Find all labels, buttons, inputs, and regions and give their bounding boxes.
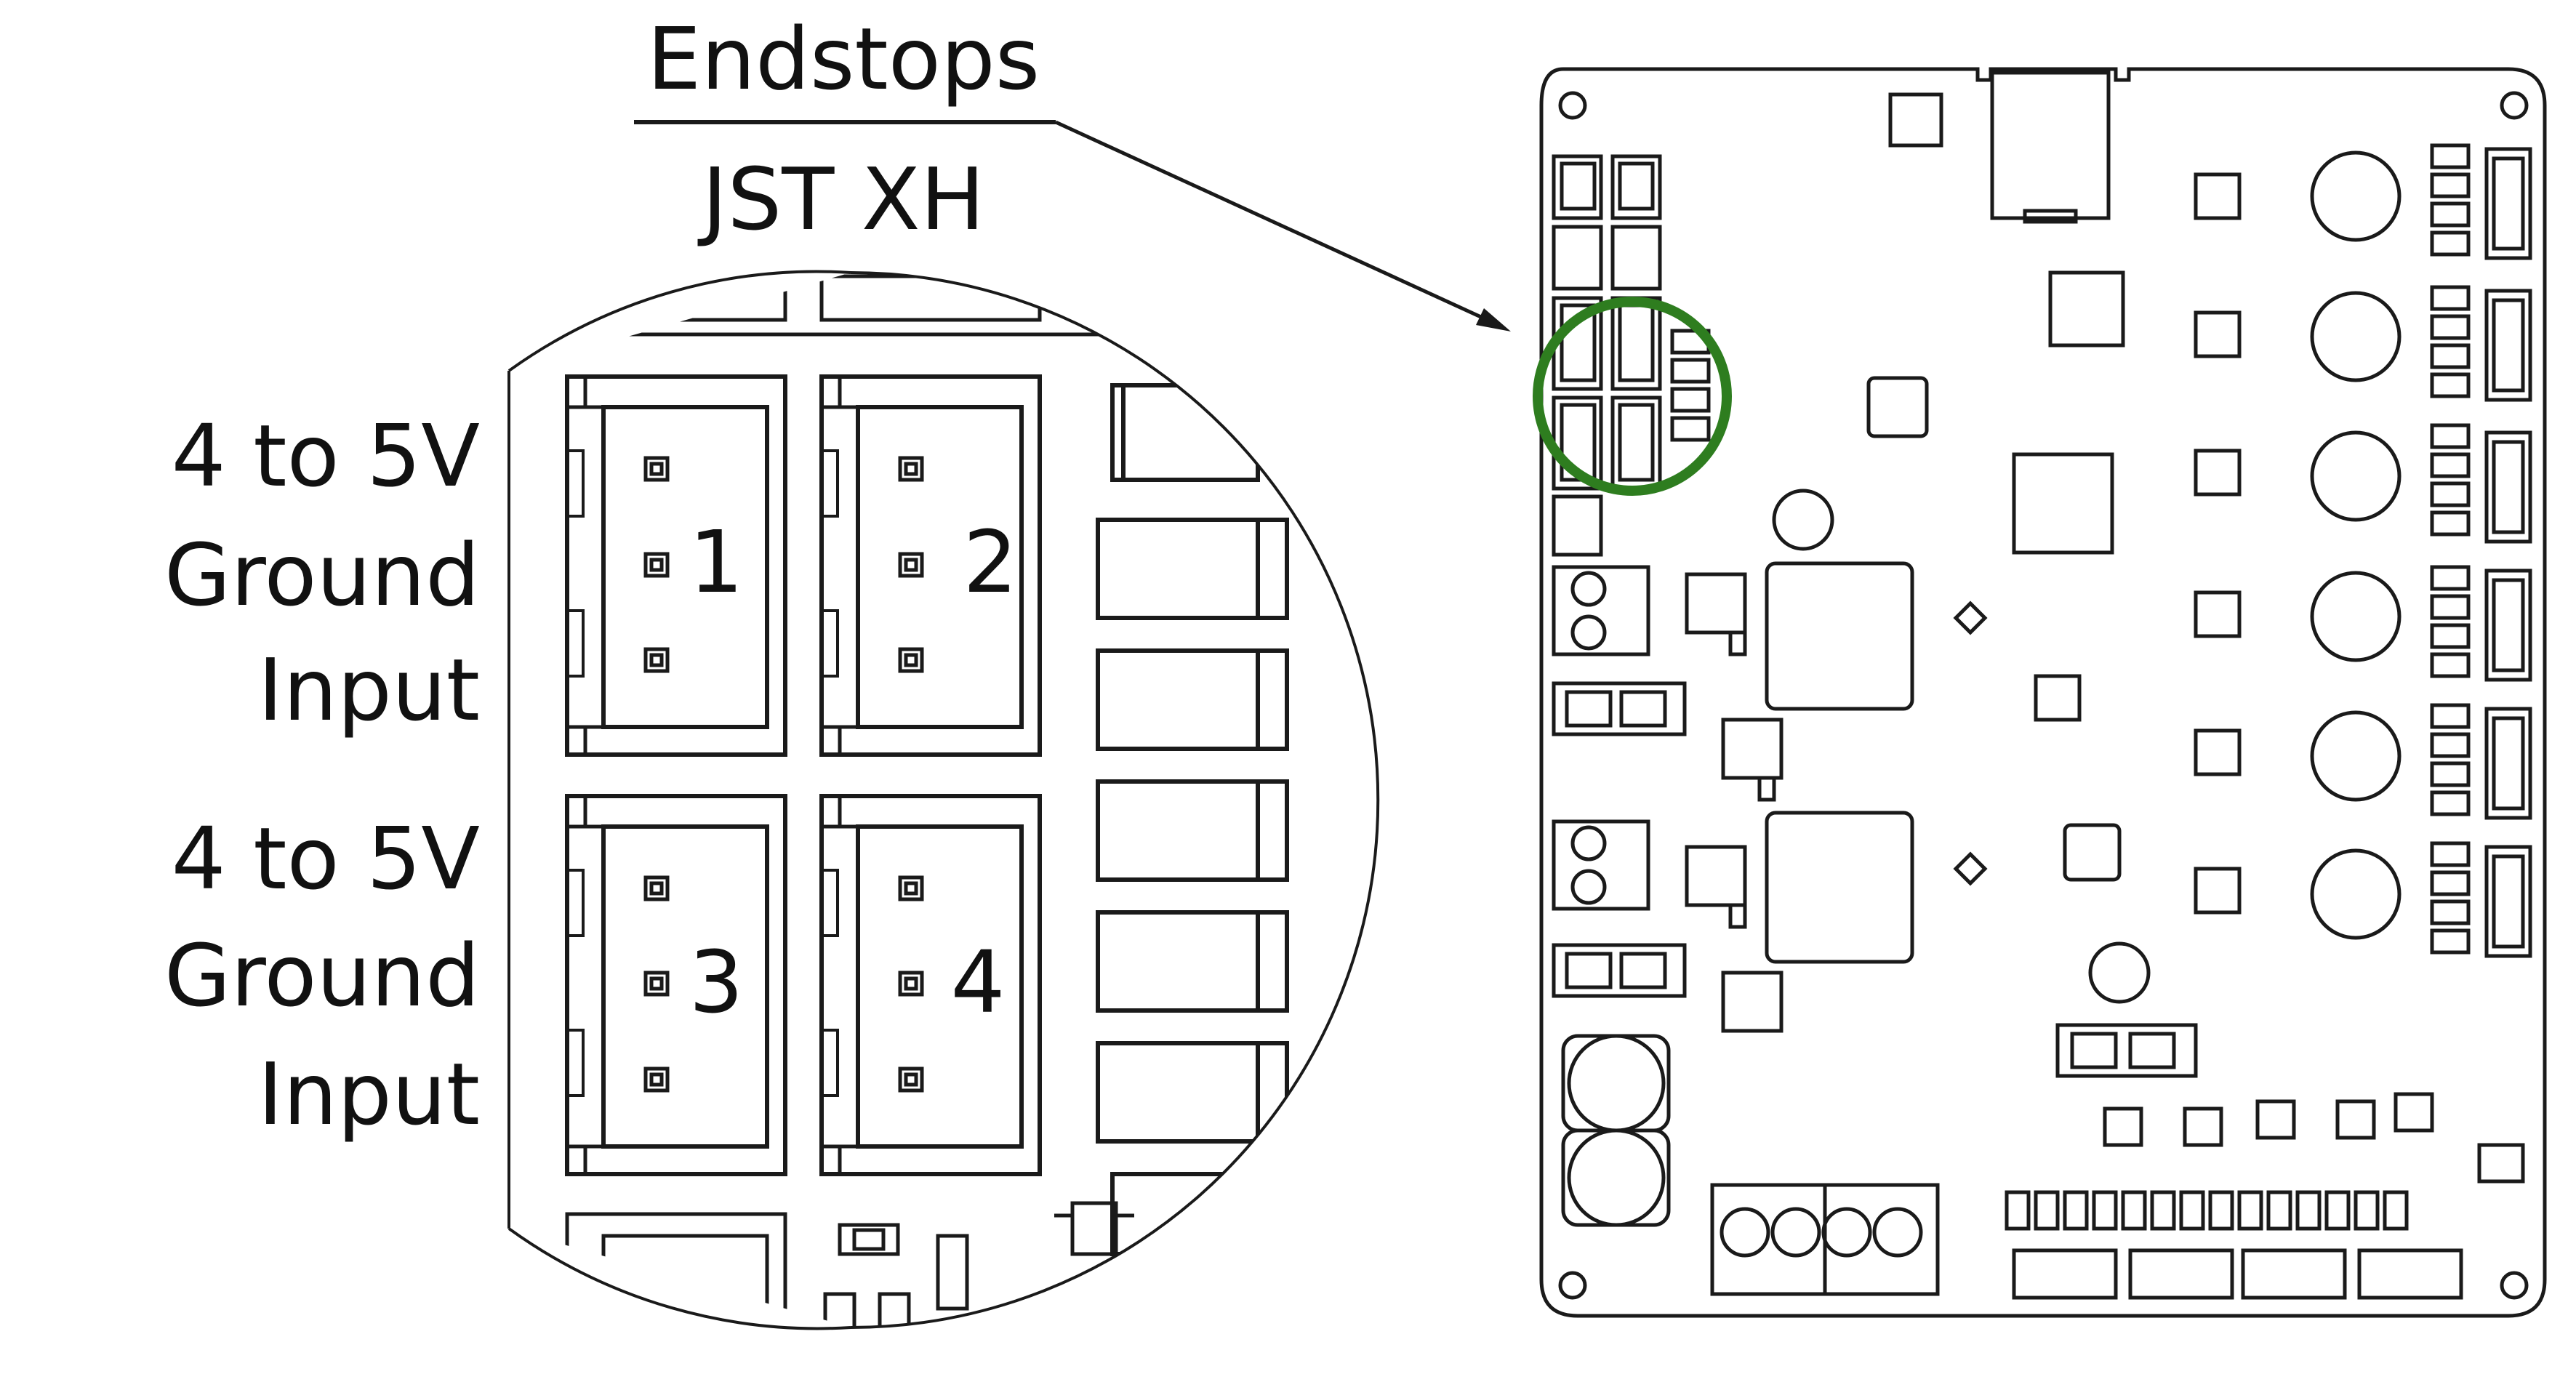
connector-number: 3	[689, 932, 743, 1032]
pointer-arrow-icon	[1054, 120, 1511, 332]
magnified-connector-1: 1	[565, 374, 787, 757]
pin-label-ground: Ground	[164, 525, 480, 625]
pin-label-vcc: 4 to 5V	[172, 406, 480, 506]
header-subtitle: JST XH	[697, 149, 985, 249]
magnified-view: 1 2	[553, 274, 1289, 1327]
connector-number: 4	[950, 932, 1005, 1032]
header-title: Endstops	[647, 9, 1040, 109]
highlight-circle	[1533, 297, 1732, 496]
connector-number: 1	[689, 512, 743, 612]
pcb-board	[1539, 67, 2547, 1318]
magnified-connector-4: 4	[819, 794, 1042, 1176]
pin-label-vcc: 4 to 5V	[172, 808, 480, 909]
magnified-passives	[1096, 383, 1289, 1256]
magnified-connector-2: 2	[819, 374, 1042, 757]
connector-number: 2	[963, 512, 1017, 612]
pin-label-input: Input	[257, 1044, 480, 1144]
pin-label-ground: Ground	[164, 925, 480, 1026]
magnifier-circle	[507, 270, 851, 372]
pin-labels-top: 4 to 5V Ground Input	[164, 406, 480, 740]
pin-labels-bottom: 4 to 5V Ground Input	[164, 808, 480, 1144]
magnified-connector-3: 3	[565, 794, 787, 1176]
pin-label-input: Input	[257, 640, 480, 740]
